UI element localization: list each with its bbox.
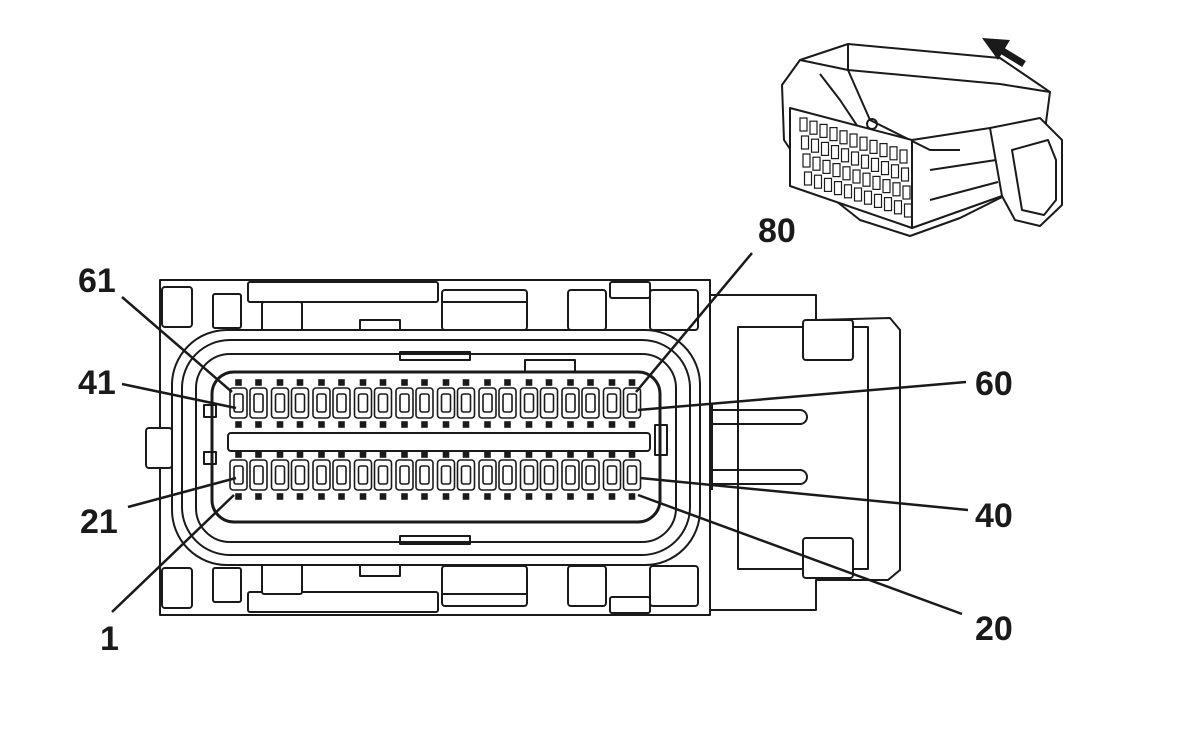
thumbnail-pin — [833, 181, 843, 196]
pin-label-41: 41 — [78, 364, 116, 402]
leader-80 — [635, 252, 753, 393]
thumbnail-pin — [883, 197, 893, 212]
pin-cavity — [478, 451, 517, 500]
pin-cavity — [561, 379, 600, 428]
pin-cavity — [436, 451, 476, 500]
pin-cavity — [312, 379, 351, 428]
pin-cavity — [519, 451, 559, 500]
pin-label-61: 61 — [78, 262, 116, 300]
thumbnail-pin — [893, 200, 903, 215]
pin-cavity-grid — [229, 379, 642, 500]
pin-cavity — [353, 379, 393, 428]
thumbnail-pin — [852, 169, 861, 184]
pin-label-60: 60 — [975, 365, 1013, 403]
leader-60 — [637, 380, 967, 412]
thumbnail-pin — [843, 184, 853, 199]
thumbnail-pin — [849, 133, 858, 148]
thumbnail-pin-grid — [799, 117, 913, 218]
thumbnail-pin — [842, 166, 851, 181]
leader-21 — [127, 476, 237, 509]
thumbnail-pin — [813, 174, 823, 189]
thumbnail-pin — [882, 179, 891, 194]
pin-cavity — [270, 451, 310, 500]
thumbnail-pin — [859, 136, 868, 151]
thumbnail-pin — [799, 117, 808, 132]
thumbnail-pin — [860, 154, 870, 169]
pin-cavity — [229, 379, 268, 428]
thumbnail-pin — [819, 123, 828, 139]
pin-label-20: 20 — [975, 610, 1013, 648]
thumbnail-pin — [830, 145, 840, 160]
thumbnail-pin — [862, 172, 871, 187]
thumbnail-pin — [802, 153, 811, 168]
connector-front-view — [145, 279, 901, 616]
insertion-arrow-icon — [982, 38, 1026, 67]
pin-cavity — [395, 451, 434, 500]
pin-cavity — [602, 451, 642, 500]
pin-cavity — [312, 451, 351, 500]
thumbnail-pin — [872, 175, 881, 190]
thumbnail-pin — [899, 149, 908, 164]
pin-label-1: 1 — [100, 620, 119, 658]
thumbnail-pin — [803, 171, 813, 186]
pin-cavity — [395, 379, 434, 428]
pin-cavity — [602, 379, 642, 428]
pin-cavity — [519, 379, 559, 428]
pin-cavity — [478, 379, 517, 428]
thumbnail-pin — [850, 151, 860, 166]
thumbnail-pin — [832, 163, 841, 178]
connector-3d-thumbnail — [781, 43, 1063, 237]
thumbnail-pin — [900, 167, 910, 182]
leader-40 — [639, 476, 969, 512]
leader-61 — [121, 296, 233, 393]
thumbnail-pin — [839, 130, 848, 145]
thumbnail-pin — [870, 157, 880, 172]
leader-41 — [121, 382, 237, 410]
thumbnail-pin — [820, 141, 830, 156]
pin-label-80: 80 — [758, 212, 796, 250]
pin-cavity — [436, 379, 476, 428]
thumbnail-pin — [810, 138, 820, 153]
thumbnail-pin — [889, 146, 898, 161]
thumbnail-pin — [800, 135, 810, 150]
thumbnail-pin — [903, 203, 913, 218]
thumbnail-pin — [840, 148, 850, 163]
pin-cavity — [270, 379, 310, 428]
thumbnail-pin — [812, 156, 821, 171]
pin-cavity — [353, 451, 393, 500]
thumbnail-pin — [892, 182, 901, 197]
pin-cavity — [229, 451, 268, 500]
pin-label-40: 40 — [975, 497, 1013, 535]
pin-label-21: 21 — [80, 503, 118, 541]
thumbnail-pin — [829, 126, 838, 142]
pin-cavity — [561, 451, 600, 500]
thumbnail-pin — [902, 185, 911, 200]
thumbnail-pin — [869, 139, 878, 154]
leader-20 — [637, 493, 963, 616]
thumbnail-pin — [809, 120, 818, 135]
leader-1 — [111, 494, 235, 613]
thumbnail-pin — [863, 190, 873, 205]
thumbnail-pin — [890, 164, 900, 179]
thumbnail-pin — [823, 177, 833, 192]
thumbnail-pin — [879, 143, 888, 158]
callout-leaders — [111, 252, 969, 616]
thumbnail-pin — [853, 187, 863, 202]
thumbnail-pin — [822, 159, 831, 174]
thumbnail-pin — [880, 161, 890, 176]
pin-labels: 61 41 21 1 80 60 40 20 — [78, 212, 1013, 658]
thumbnail-pin — [873, 193, 883, 208]
